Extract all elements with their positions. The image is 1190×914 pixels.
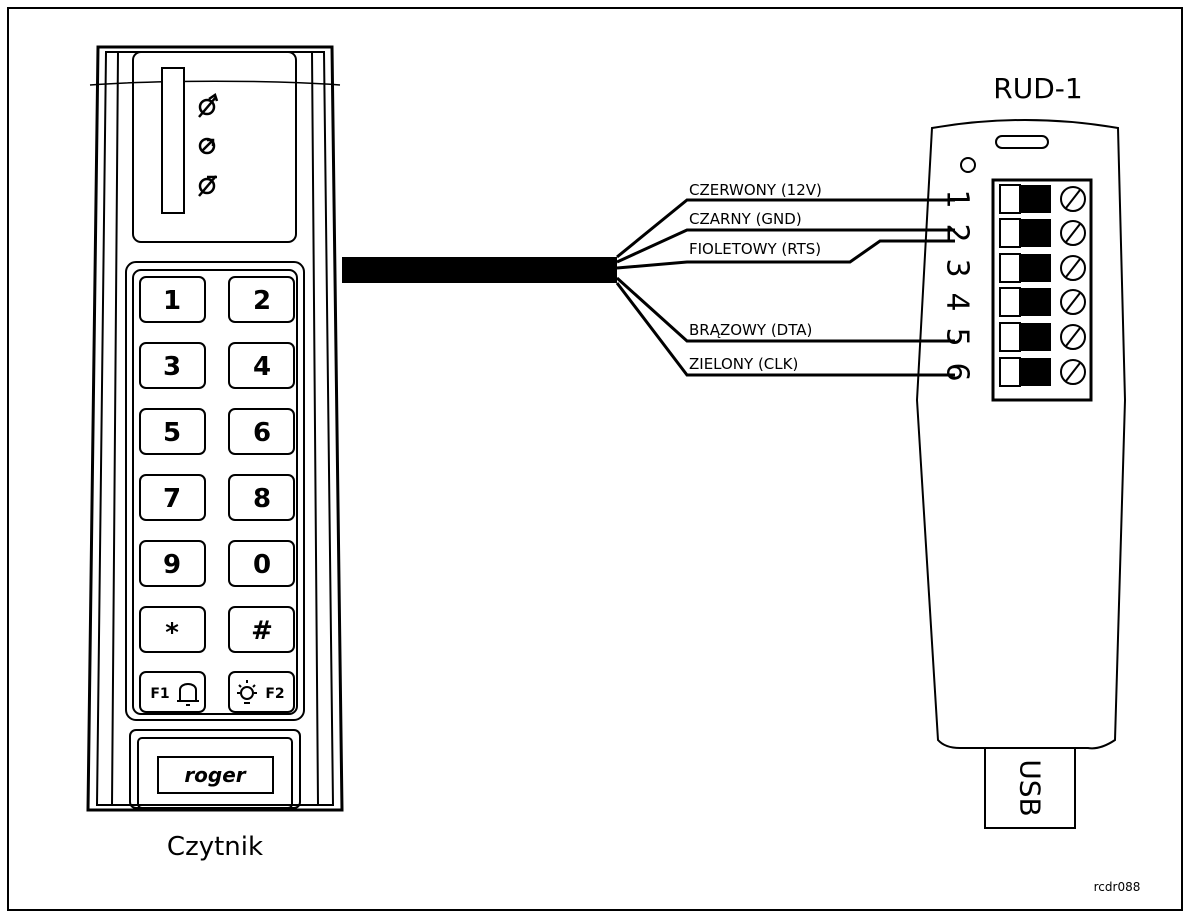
wire-label-green: ZIELONY (CLK) <box>689 355 798 373</box>
terminal-row-1 <box>999 184 1086 214</box>
led-window <box>132 51 297 243</box>
key-9: 9 <box>139 540 206 587</box>
arrow-circle-icon <box>198 137 216 155</box>
pin-label-5: 5 <box>940 327 975 346</box>
terminal-row-5 <box>999 322 1086 352</box>
svg-text:7: 7 <box>163 484 181 514</box>
wire-label-brown: BRĄZOWY (DTA) <box>689 321 812 339</box>
key-hash: # <box>228 606 295 653</box>
padlock-open-icon <box>198 93 219 118</box>
figure-id: rcdr088 <box>1094 880 1141 894</box>
pin-label-6: 6 <box>940 362 975 381</box>
device-led <box>960 157 976 173</box>
svg-text:6: 6 <box>253 418 271 448</box>
svg-text:F1: F1 <box>150 686 169 702</box>
cable-bundle <box>342 257 617 283</box>
key-7: 7 <box>139 474 206 521</box>
svg-text:*: * <box>165 618 179 648</box>
device-title: RUD-1 <box>993 72 1082 105</box>
bell-icon <box>177 683 199 706</box>
svg-text:4: 4 <box>253 352 271 382</box>
svg-text:3: 3 <box>163 352 181 382</box>
key-f1: F1 <box>139 671 206 713</box>
wire-green <box>615 282 955 377</box>
wire-red <box>616 198 955 259</box>
reader-caption: Czytnik <box>167 832 263 862</box>
terminal-row-4 <box>999 287 1086 317</box>
terminal-block <box>991 178 1093 402</box>
reader-device <box>86 45 344 812</box>
key-4: 4 <box>228 342 295 389</box>
key-5: 5 <box>139 408 206 455</box>
pin-label-1: 1 <box>940 189 975 208</box>
terminal-row-3 <box>999 253 1086 283</box>
terminal-rows <box>999 184 1086 387</box>
svg-text:0: 0 <box>253 550 271 580</box>
key-2: 2 <box>228 276 295 323</box>
wire-label-violet: FIOLETOWY (RTS) <box>689 240 821 258</box>
key-6: 6 <box>228 408 295 455</box>
diagram-frame <box>7 7 1183 911</box>
key-0: 0 <box>228 540 295 587</box>
key-star: * <box>139 606 206 653</box>
pin-label-2: 2 <box>940 223 975 242</box>
key-8: 8 <box>228 474 295 521</box>
svg-text:8: 8 <box>253 484 271 514</box>
pin-numbers: 1 2 3 4 5 6 <box>940 189 975 381</box>
wire-brown <box>615 276 955 343</box>
pin-label-4: 4 <box>940 292 975 311</box>
led-indicator <box>161 67 185 214</box>
terminal-row-6 <box>999 357 1086 387</box>
wire-label-red: CZERWONY (12V) <box>689 181 822 199</box>
svg-text:#: # <box>251 616 273 646</box>
device-slot <box>995 135 1049 149</box>
rud1-device <box>915 119 1127 750</box>
svg-text:5: 5 <box>163 418 181 448</box>
pin-label-3: 3 <box>940 258 975 277</box>
key-1: 1 <box>139 276 206 323</box>
usb-label: USB <box>1014 759 1047 816</box>
wire-label-black: CZARNY (GND) <box>689 210 802 228</box>
bulb-icon <box>237 680 257 704</box>
key-3: 3 <box>139 342 206 389</box>
svg-text:F2: F2 <box>265 686 284 702</box>
led-icons <box>198 93 219 197</box>
usb-connector: USB <box>984 747 1076 829</box>
padlock-closed-icon <box>198 175 217 197</box>
svg-text:9: 9 <box>163 550 181 580</box>
wire-violet <box>616 239 955 270</box>
keypad-panel <box>125 261 305 721</box>
keypad-keys: 1 2 3 4 5 6 7 8 9 0 * # F1 F2 <box>139 276 295 713</box>
wire-labels: CZERWONY (12V) CZARNY (GND) FIOLETOWY (R… <box>689 181 822 373</box>
key-f2: F2 <box>228 671 295 713</box>
svg-text:1: 1 <box>163 286 181 316</box>
wires <box>615 198 955 377</box>
terminal-row-2 <box>999 218 1086 248</box>
wire-black <box>616 228 955 264</box>
svg-text:2: 2 <box>253 286 271 316</box>
svg-text:roger: roger <box>184 763 246 787</box>
roger-logo: roger <box>157 756 274 794</box>
